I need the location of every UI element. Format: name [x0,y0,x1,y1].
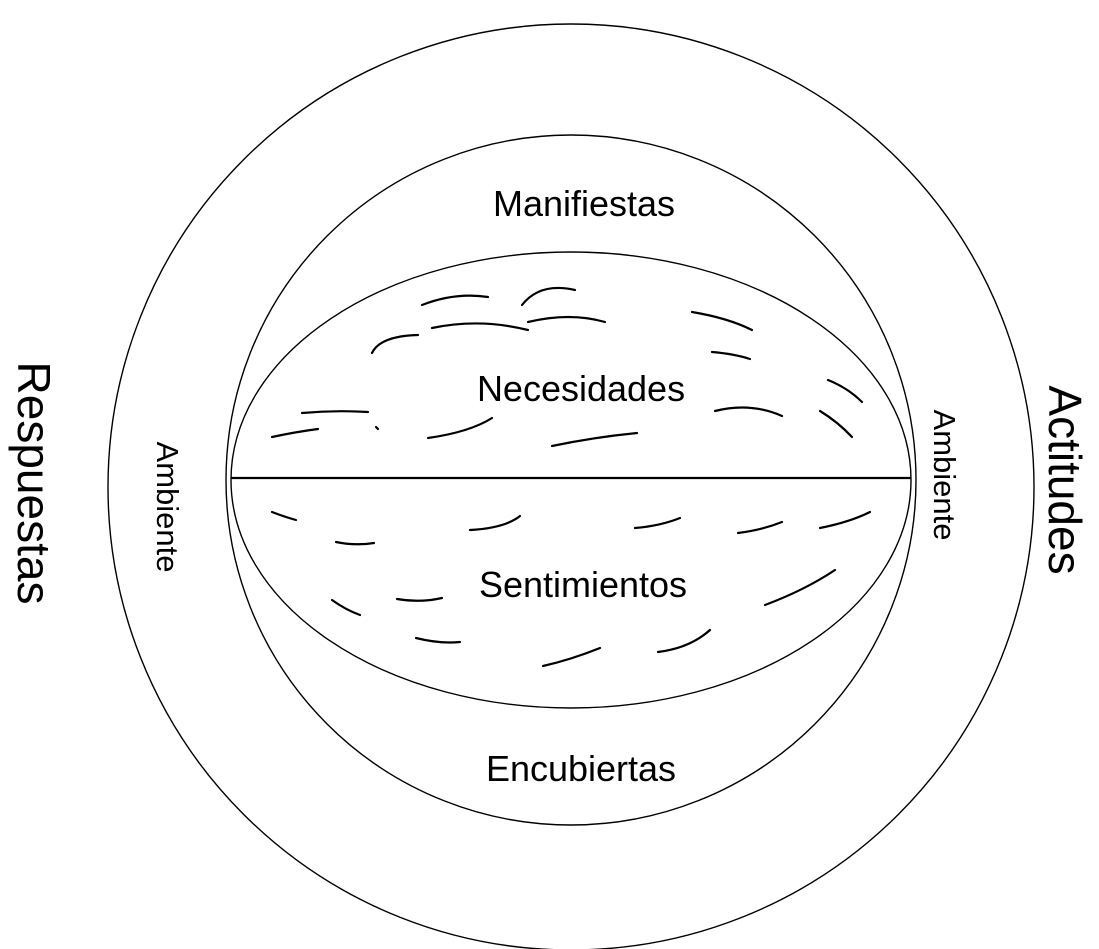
manifiestas-label: Manifiestas [493,183,675,224]
encubiertas-label: Encubiertas [486,748,676,789]
outer-circle [107,23,1035,949]
sentimientos-label: Sentimientos [479,564,687,605]
middle-circle [225,134,917,826]
ambiente-right-label: Ambiente [927,410,962,541]
actitudes-label: Actitudes [1039,385,1091,574]
respuestas-label: Respuestas [8,362,60,605]
lower-shading-strokes [270,510,872,668]
upper-shading-strokes [270,286,864,448]
necesidades-label: Necesidades [477,368,685,409]
inner-ellipse [230,251,912,709]
ambiente-left-label: Ambiente [150,442,185,573]
